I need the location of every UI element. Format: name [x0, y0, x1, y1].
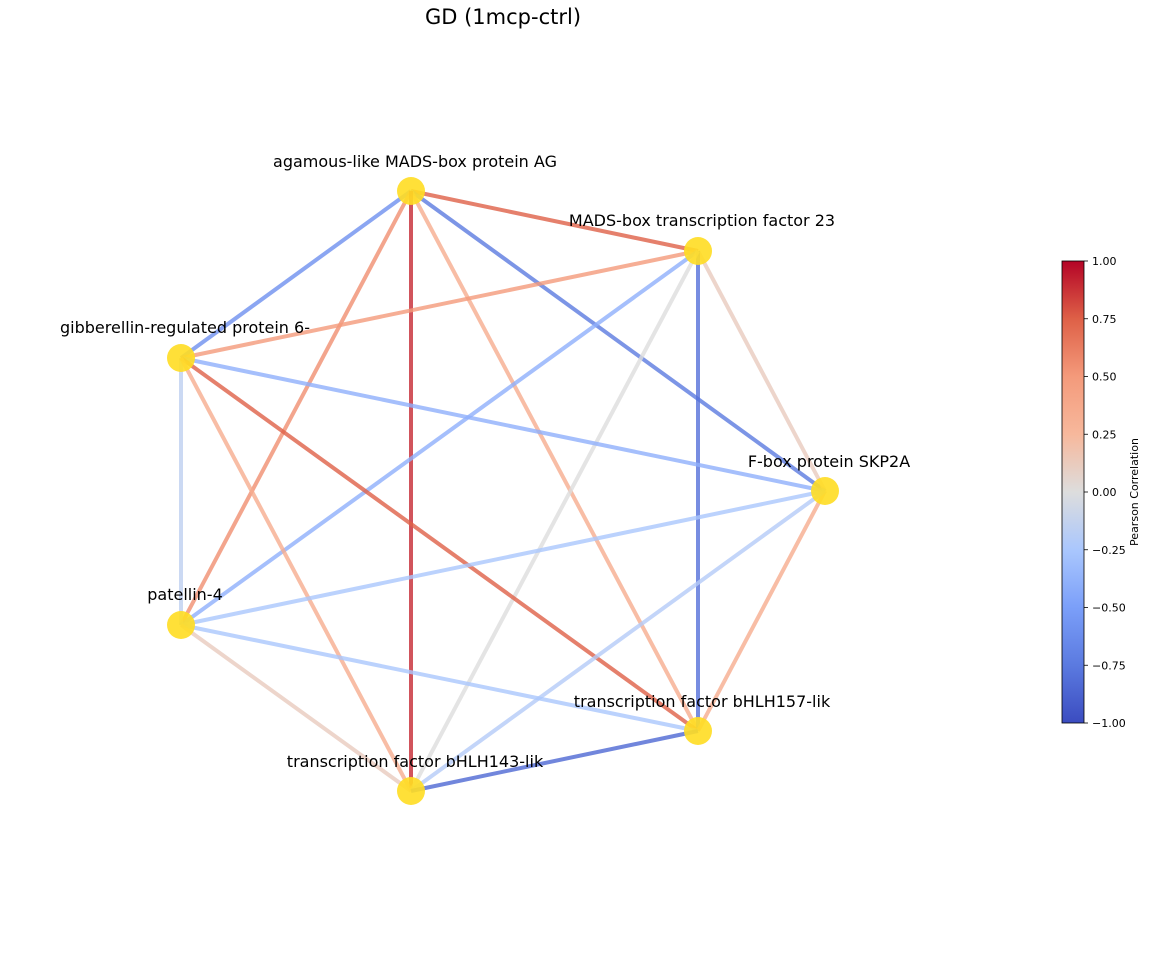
node-AG — [397, 177, 425, 205]
colorbar-tick-label: 0.50 — [1092, 371, 1117, 384]
edge-GR6-B157 — [179, 356, 700, 733]
colorbar-ticks: 1.00 0.75 0.50 0.25 0.00 −0.25 −0.50 −0.75 −1.00 — [1084, 255, 1126, 730]
node-SKP — [811, 477, 839, 505]
colorbar: 1.00 0.75 0.50 0.25 0.00 −0.25 −0.50 −0.75 −1.00… — [1061, 255, 1141, 730]
edge-GR6-B143 — [179, 357, 413, 792]
edge-AG-GR6 — [179, 189, 413, 360]
edge-B157-B143 — [410, 729, 699, 793]
colorbar-tick-label: −0.25 — [1092, 544, 1126, 557]
edge-GR6-SKP — [180, 356, 826, 493]
nodes-layer — [167, 177, 839, 805]
colorbar-tick-label: 0.25 — [1092, 428, 1117, 441]
edge-PAT-B143 — [179, 623, 413, 793]
node-label-B143: transcription factor bHLH143-lik — [287, 752, 544, 771]
node-label-PAT: patellin-4 — [147, 585, 223, 604]
node-PAT — [167, 611, 195, 639]
colorbar-tick-label: 0.75 — [1092, 313, 1117, 326]
colorbar-tick-label: −0.50 — [1092, 602, 1126, 615]
edge-AG-SKP — [409, 189, 827, 493]
colorbar-tick-label: −0.75 — [1092, 659, 1126, 672]
node-GR6 — [167, 344, 195, 372]
colorbar-tick-label: 1.00 — [1092, 255, 1117, 268]
node-label-B157: transcription factor bHLH157-lik — [574, 692, 831, 711]
edge-M23-SKP — [696, 250, 827, 492]
node-label-AG: agamous-like MADS-box protein AG — [273, 152, 557, 171]
colorbar-tick-label: −1.00 — [1092, 717, 1126, 730]
node-label-SKP: F-box protein SKP2A — [748, 452, 910, 471]
edge-SKP-B143 — [409, 489, 827, 793]
edge-AG-M23 — [410, 189, 699, 253]
edge-M23-GR6 — [180, 249, 699, 360]
node-B157 — [684, 717, 712, 745]
edges-layer — [179, 189, 827, 793]
edge-PAT-B157 — [180, 623, 699, 733]
edge-AG-B157 — [409, 190, 700, 732]
edge-M23-PAT — [179, 249, 700, 627]
labels-layer: agamous-like MADS-box protein AG MADS-box… — [60, 152, 910, 771]
node-M23 — [684, 237, 712, 265]
colorbar-label: Pearson Correlation — [1128, 438, 1141, 546]
edge-AG-PAT — [179, 190, 413, 626]
edge-M23-B143 — [409, 250, 700, 792]
chart-title: GD (1mcp-ctrl) — [425, 5, 581, 29]
node-label-M23: MADS-box transcription factor 23 — [569, 211, 835, 230]
edge-SKP-B157 — [696, 490, 827, 732]
edge-SKP-PAT — [180, 489, 826, 627]
colorbar-gradient — [1061, 260, 1085, 724]
node-label-GR6: gibberellin-regulated protein 6- — [60, 318, 310, 337]
node-B143 — [397, 777, 425, 805]
colorbar-tick-label: 0.00 — [1092, 486, 1117, 499]
